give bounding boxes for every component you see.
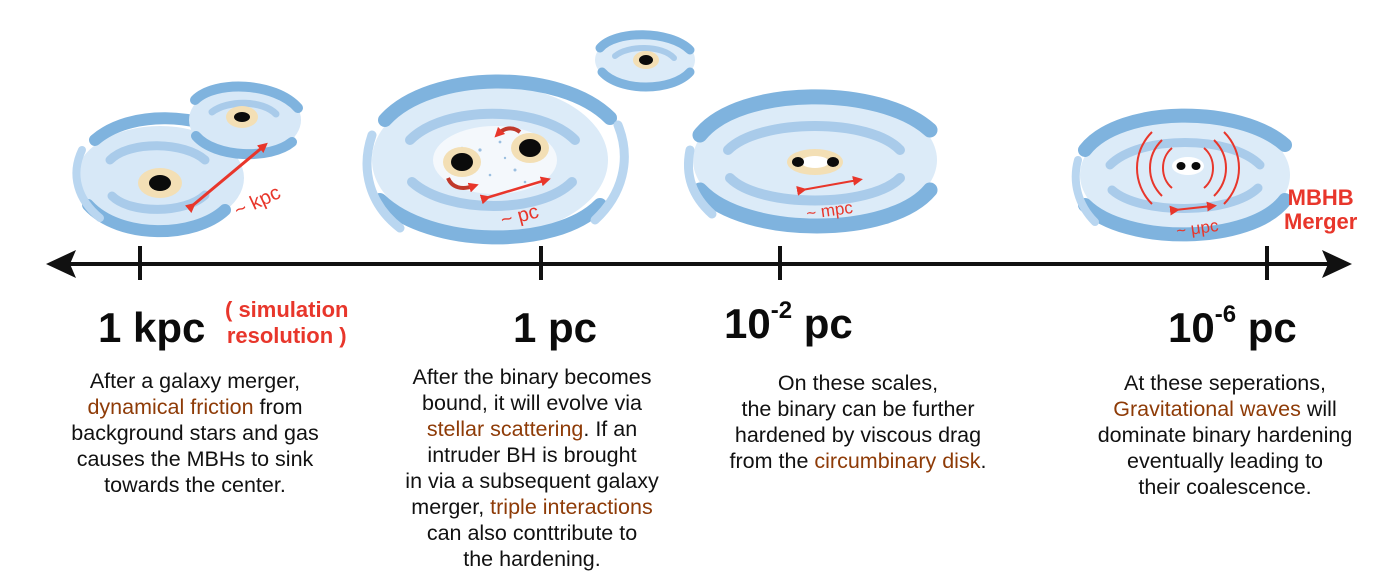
description-text: their coalescence. <box>1138 475 1312 499</box>
description-line: merger, triple interactions <box>382 494 682 520</box>
scale-label-1e-6pc: 10-6 pc <box>1168 303 1297 351</box>
description-line: On these scales, <box>708 370 1008 396</box>
description-line: background stars and gas <box>50 420 340 446</box>
description-text: in via a subsequent galaxy <box>405 469 659 493</box>
scale-label-1e-6pc-base: 10 <box>1168 304 1215 351</box>
description-line: the binary can be further <box>708 396 1008 422</box>
galaxy-binary-pc-illustration: ~ pc <box>362 74 629 245</box>
description-line: bound, it will evolve via <box>382 390 682 416</box>
description-text: At these seperations, <box>1124 371 1326 395</box>
description-text: After the binary becomes <box>412 365 652 389</box>
scale-label-1e-2pc-base: 10 <box>724 300 771 347</box>
description-line: dynamical friction from <box>50 394 340 420</box>
galaxy-pair-kpc-illustration: ~ kpc <box>72 81 303 238</box>
scale-label-1kpc-text: 1 kpc <box>98 304 206 351</box>
description-text: will <box>1300 397 1337 421</box>
description-text: dominate binary hardening <box>1097 423 1353 447</box>
description-text: towards the center. <box>104 473 286 497</box>
description-text: the hardening. <box>463 547 601 571</box>
description-text: hardened by viscous drag <box>734 423 982 447</box>
highlighted-term: stellar scattering <box>426 417 584 441</box>
simulation-note-line1: ( simulation <box>225 297 349 322</box>
description-text: After a galaxy merger, <box>89 369 301 393</box>
axis-right-arrowhead <box>1322 250 1352 278</box>
scale-label-1e-2pc-exponent: -2 <box>770 297 793 324</box>
description-line: the hardening. <box>382 546 682 572</box>
scale-label-1pc-text: 1 pc <box>513 304 598 351</box>
timeline-axis <box>46 246 1352 280</box>
galaxy-circumbinary-mpc-illustration: ~ mpc <box>683 89 938 234</box>
description-text: causes the MBHs to sink <box>76 447 314 471</box>
description-line: their coalescence. <box>1080 474 1370 500</box>
description-line: in via a subsequent galaxy <box>382 468 682 494</box>
intruder-galaxy-illustration <box>595 30 695 92</box>
mbhb-merger-line1: MBHB <box>1287 185 1354 210</box>
mbhb-merger-line2: Merger <box>1284 209 1358 234</box>
description-line: towards the center. <box>50 472 340 498</box>
description-line: intruder BH is brought <box>382 442 682 468</box>
description-text: intruder BH is brought <box>427 443 637 467</box>
description-text: background stars and gas <box>71 421 319 445</box>
simulation-note-line2: resolution ) <box>226 323 347 348</box>
axis-left-arrowhead <box>46 250 76 278</box>
scale-label-1e-2pc: 10-2 pc <box>724 299 853 347</box>
scale-label-1e-6pc-unit: pc <box>1236 304 1297 351</box>
highlighted-term: circumbinary disk <box>814 449 981 473</box>
description-text: can also conttribute to <box>426 521 638 545</box>
scale-label-1e-2pc-unit: pc <box>792 300 853 347</box>
scale-label-1e-6pc-exponent: -6 <box>1214 301 1237 328</box>
stage-description-kpc: After a galaxy merger,dynamical friction… <box>50 368 340 498</box>
simulation-resolution-note: ( simulation resolution ) <box>225 297 348 349</box>
highlighted-term: triple interactions <box>490 495 653 519</box>
description-text: . If an <box>583 417 638 441</box>
description-line: After the binary becomes <box>382 364 682 390</box>
scale-label-1kpc: 1 kpc <box>98 307 205 349</box>
description-text: eventually leading to <box>1126 449 1324 473</box>
description-text: On these scales, <box>777 371 939 395</box>
description-line: eventually leading to <box>1080 448 1370 474</box>
galaxy-gravitational-wave-upc-illustration: ~ μpc <box>1071 108 1292 242</box>
description-line: dominate binary hardening <box>1080 422 1370 448</box>
description-text: bound, it will evolve via <box>422 391 642 415</box>
description-line: After a galaxy merger, <box>50 368 340 394</box>
mbhb-merger-label: MBHB Merger <box>1284 186 1357 234</box>
description-text: . <box>980 449 987 473</box>
description-line: At these seperations, <box>1080 370 1370 396</box>
description-line: from the circumbinary disk. <box>708 448 1008 474</box>
description-line: hardened by viscous drag <box>708 422 1008 448</box>
description-text: merger, <box>411 495 491 519</box>
description-line: causes the MBHs to sink <box>50 446 340 472</box>
galaxy-small <box>189 81 303 160</box>
scale-label-1pc: 1 pc <box>513 307 597 349</box>
highlighted-term: Gravitational waves <box>1113 397 1301 421</box>
description-line: stellar scattering. If an <box>382 416 682 442</box>
description-text: the binary can be further <box>741 397 975 421</box>
stage-description-upc: At these seperations,Gravitational waves… <box>1080 370 1370 500</box>
stage-description-mpc: On these scales,the binary can be furthe… <box>708 370 1008 474</box>
description-line: Gravitational waves will <box>1080 396 1370 422</box>
description-text: from <box>253 395 303 419</box>
description-text: from the <box>729 449 815 473</box>
highlighted-term: dynamical friction <box>87 395 254 419</box>
description-line: can also conttribute to <box>382 520 682 546</box>
